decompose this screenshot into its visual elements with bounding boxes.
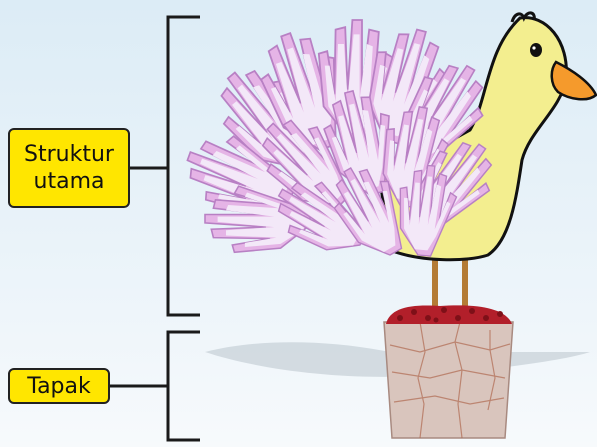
label-main-structure-line1: Struktur bbox=[10, 141, 128, 168]
duck-eye-shine bbox=[532, 46, 535, 49]
label-main-structure-line2: utama bbox=[10, 168, 128, 195]
label-main-structure: Struktur utama bbox=[8, 128, 130, 208]
pot bbox=[384, 322, 513, 438]
duck-eye bbox=[530, 43, 542, 57]
label-base-text: Tapak bbox=[27, 374, 90, 399]
label-base: Tapak bbox=[8, 368, 110, 404]
